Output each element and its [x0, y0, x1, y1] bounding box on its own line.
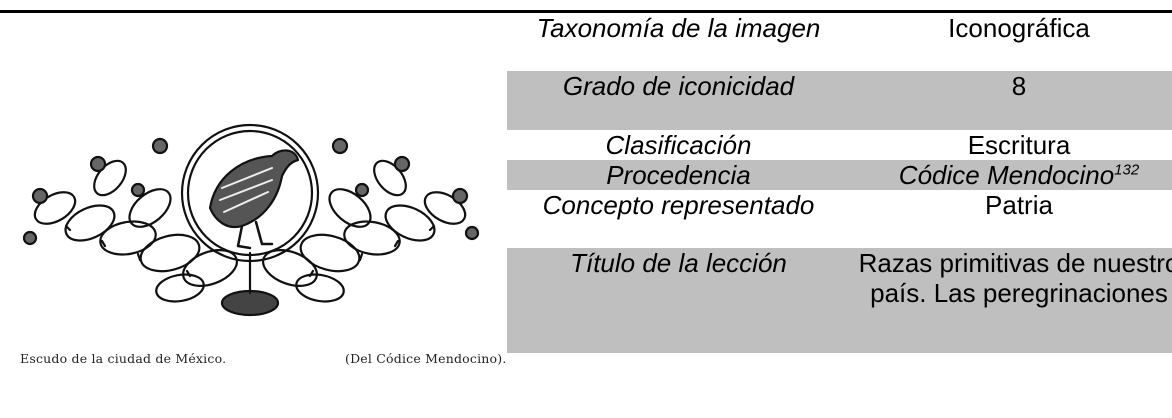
table-row: Título de la lección Razas primitivas de… [507, 248, 1172, 353]
table-row: Taxonomía de la imagen Iconográfica [507, 13, 1172, 71]
table-row: Clasificación Escritura [507, 130, 1172, 160]
row-value: Códice Mendocino132 [850, 160, 1172, 190]
top-rule [0, 10, 1172, 13]
row-label: Clasificación [507, 130, 850, 160]
figure-source: (Del Códice Mendocino). [345, 351, 507, 366]
row-label: Grado de iconicidad [507, 71, 850, 130]
coat-of-arms-figure: Escudo de la ciudad de México. (Del Códi… [0, 13, 507, 418]
table-row: Grado de iconicidad 8 [507, 71, 1172, 130]
row-value: Patria [850, 190, 1172, 248]
row-value: Iconográfica [850, 13, 1172, 71]
row-value: Escritura [850, 130, 1172, 160]
row-label: Taxonomía de la imagen [507, 13, 850, 71]
row-label: Procedencia [507, 160, 850, 190]
table-row: Concepto representado Patria [507, 190, 1172, 248]
row-value: Razas primitivas de nuestro país. Las pe… [850, 248, 1172, 353]
coat-of-arms-illustration [22, 123, 480, 317]
row-value: 8 [850, 71, 1172, 130]
figure-caption: Escudo de la ciudad de México. [20, 351, 227, 366]
footnote-marker: 132 [1114, 161, 1140, 179]
row-label: Título de la lección [507, 248, 850, 353]
image-metadata-table: Taxonomía de la imagen Iconográfica Grad… [507, 13, 1172, 353]
table-row: Procedencia Códice Mendocino132 [507, 160, 1172, 190]
source-name: Códice Mendocino [898, 160, 1115, 190]
row-label: Concepto representado [507, 190, 850, 248]
